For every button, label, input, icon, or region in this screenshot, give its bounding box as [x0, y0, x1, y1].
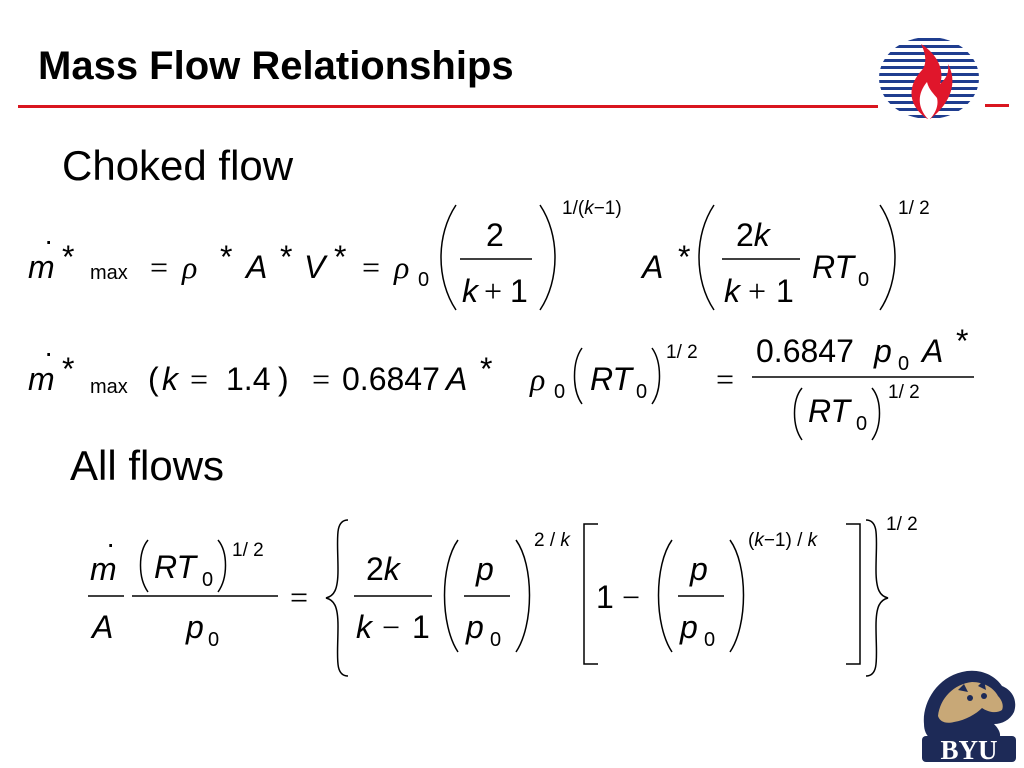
- svg-text:=: =: [312, 361, 330, 397]
- svg-text:*: *: [678, 239, 690, 275]
- svg-text:1: 1: [596, 579, 614, 615]
- svg-text:m: m: [28, 361, 55, 397]
- equation-choked-flow-1: m · * max = ρ * A * V * = ρ 0 2 k + 1 1/…: [28, 198, 930, 311]
- svg-text:2k: 2k: [736, 217, 772, 253]
- svg-text:1/ 2: 1/ 2: [886, 514, 918, 535]
- svg-text:ρ: ρ: [529, 361, 545, 397]
- svg-text:2: 2: [486, 217, 504, 253]
- flame-logo-icon: [879, 37, 979, 119]
- svg-text:(k−1) / k: (k−1) / k: [748, 530, 819, 551]
- svg-text:A: A: [640, 249, 663, 285]
- svg-text:·: ·: [106, 528, 115, 559]
- coefficient: 0.6847: [342, 361, 440, 397]
- svg-text:max: max: [90, 376, 128, 398]
- svg-text:1/ 2: 1/ 2: [232, 540, 264, 561]
- svg-text:p: p: [185, 609, 204, 645]
- svg-text:A: A: [444, 361, 467, 397]
- svg-text:*: *: [280, 239, 292, 275]
- equation-choked-flow-2: m · * max ( k = 1.4 ) = 0.6847 A * ρ 0 R…: [28, 323, 974, 441]
- section-heading-choked-flow: Choked flow: [62, 142, 294, 189]
- svg-text:2k: 2k: [366, 551, 402, 587]
- svg-text:0: 0: [898, 353, 909, 375]
- svg-text:A: A: [920, 333, 943, 369]
- mdot: m: [28, 249, 55, 285]
- svg-text:2 / k: 2 / k: [534, 530, 571, 551]
- svg-text:0: 0: [208, 629, 219, 651]
- svg-text:p: p: [475, 551, 494, 587]
- svg-text:*: *: [220, 239, 232, 275]
- svg-text:A: A: [90, 609, 113, 645]
- svg-text:=: =: [362, 249, 380, 285]
- svg-text:p: p: [873, 333, 892, 369]
- byu-text: BYU: [940, 735, 997, 764]
- svg-text:ρ: ρ: [181, 249, 197, 285]
- svg-text:RT: RT: [808, 393, 853, 429]
- svg-text:=: =: [290, 579, 308, 615]
- svg-text:=: =: [150, 249, 168, 285]
- svg-text:1: 1: [510, 273, 528, 309]
- svg-text:0: 0: [554, 381, 565, 403]
- svg-text:m: m: [90, 551, 117, 587]
- svg-text:1: 1: [776, 273, 794, 309]
- svg-text:0: 0: [490, 629, 501, 651]
- svg-text:RT: RT: [812, 249, 857, 285]
- svg-text:*: *: [62, 351, 74, 387]
- title-underline: [18, 105, 878, 108]
- svg-text:0: 0: [858, 269, 869, 291]
- byu-cougar-logo: BYU: [922, 670, 1016, 764]
- svg-text:=: =: [716, 361, 734, 397]
- title-underline-right: [985, 104, 1009, 107]
- svg-text:k: k: [162, 361, 180, 397]
- svg-text:max: max: [90, 262, 128, 284]
- section-heading-all-flows: All flows: [70, 442, 225, 489]
- svg-text:−: −: [622, 579, 640, 615]
- svg-text:0: 0: [418, 269, 429, 291]
- svg-text:RT: RT: [154, 549, 199, 585]
- svg-text:=: =: [190, 361, 208, 397]
- svg-text:·: ·: [44, 337, 53, 368]
- svg-text:0.6847: 0.6847: [756, 333, 854, 369]
- svg-text:+: +: [748, 273, 766, 309]
- svg-text:1/ 2: 1/ 2: [898, 198, 930, 219]
- svg-text:A: A: [244, 249, 267, 285]
- svg-text:ρ: ρ: [393, 249, 409, 285]
- svg-text:0: 0: [856, 413, 867, 435]
- svg-text:1: 1: [412, 609, 430, 645]
- svg-text:1.4: 1.4: [226, 361, 270, 397]
- svg-text:1/(k−1): 1/(k−1): [562, 198, 622, 219]
- slide-title: Mass Flow Relationships: [38, 44, 514, 88]
- svg-text:0: 0: [704, 629, 715, 651]
- svg-text:1/ 2: 1/ 2: [666, 342, 698, 363]
- svg-text:k: k: [356, 609, 374, 645]
- svg-text:p: p: [689, 551, 708, 587]
- svg-text:V: V: [304, 249, 328, 285]
- svg-text:+: +: [484, 273, 502, 309]
- svg-text:k: k: [724, 273, 742, 309]
- svg-text:*: *: [480, 351, 492, 387]
- svg-text:*: *: [62, 239, 74, 275]
- svg-text:−: −: [382, 609, 400, 645]
- svg-text:p: p: [465, 609, 484, 645]
- svg-text:0: 0: [202, 569, 213, 591]
- svg-text:*: *: [956, 323, 968, 359]
- svg-text:1/ 2: 1/ 2: [888, 382, 920, 403]
- svg-text:p: p: [679, 609, 698, 645]
- equation-all-flows: m · A RT 0 1/ 2 p 0 = 2k k − 1 p p 0 2 /…: [88, 514, 918, 677]
- svg-text:k: k: [462, 273, 480, 309]
- svg-text:0: 0: [636, 381, 647, 403]
- svg-text:RT: RT: [590, 361, 635, 397]
- svg-text:(: (: [148, 361, 159, 397]
- svg-text:*: *: [334, 239, 346, 275]
- svg-text:): ): [278, 361, 289, 397]
- svg-text:·: ·: [44, 225, 53, 256]
